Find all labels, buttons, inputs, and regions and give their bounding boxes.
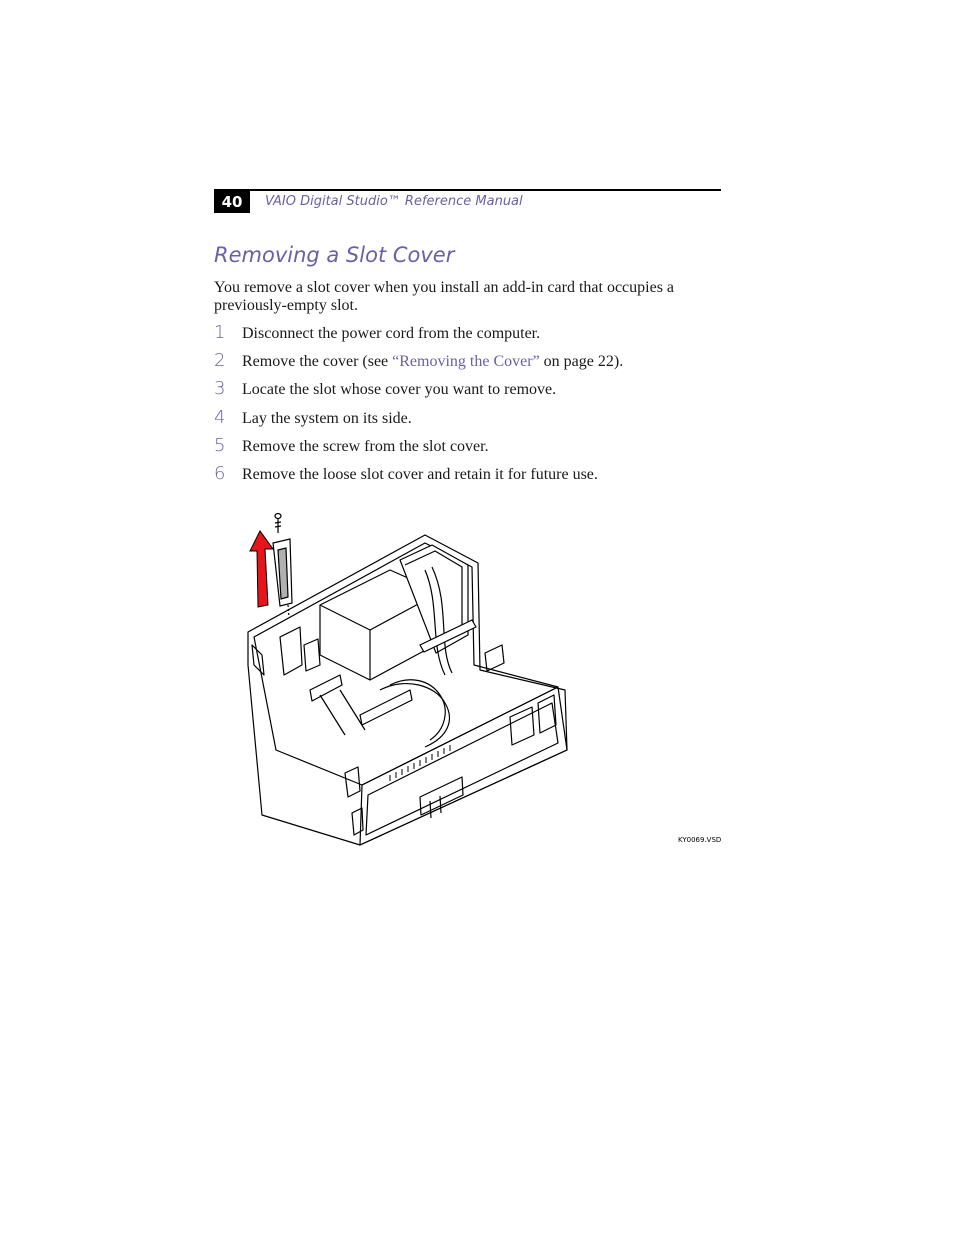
step-number: 4	[214, 406, 226, 428]
step-number: 6	[214, 462, 226, 484]
section-title: Removing a Slot Cover	[214, 243, 455, 267]
header-rule	[214, 189, 721, 191]
page-number: 40	[214, 191, 250, 213]
step-text-pre: Remove the cover (see	[242, 353, 393, 371]
step-number: 5	[214, 434, 226, 456]
removing-cover-link[interactable]: “Removing the Cover”	[392, 353, 540, 371]
step-text: Disconnect the power cord from the compu…	[242, 325, 541, 342]
computer-chassis-illustration	[247, 512, 568, 846]
step-text: Locate the slot whose cover you want to …	[242, 381, 557, 399]
step-number: 1	[214, 322, 226, 343]
step-text: Lay the system on its side.	[242, 409, 412, 427]
screw-icon	[274, 512, 282, 533]
step-number: 3	[214, 378, 226, 400]
step-text: Remove the loose slot cover and retain i…	[242, 465, 598, 483]
intro-paragraph: You remove a slot cover when you install…	[214, 279, 675, 314]
step-text-post: on page 22).	[539, 353, 624, 371]
running-title: VAIO Digital Studio™ Reference Manual	[265, 194, 523, 209]
step-number: 2	[214, 350, 226, 372]
step-text: Remove the cover (see “Removing the Cove…	[242, 353, 623, 371]
step-text: Remove the screw from the slot cover.	[242, 437, 489, 455]
removal-arrow-icon	[249, 530, 274, 608]
figure-code: KY0069.VSD	[678, 836, 722, 844]
